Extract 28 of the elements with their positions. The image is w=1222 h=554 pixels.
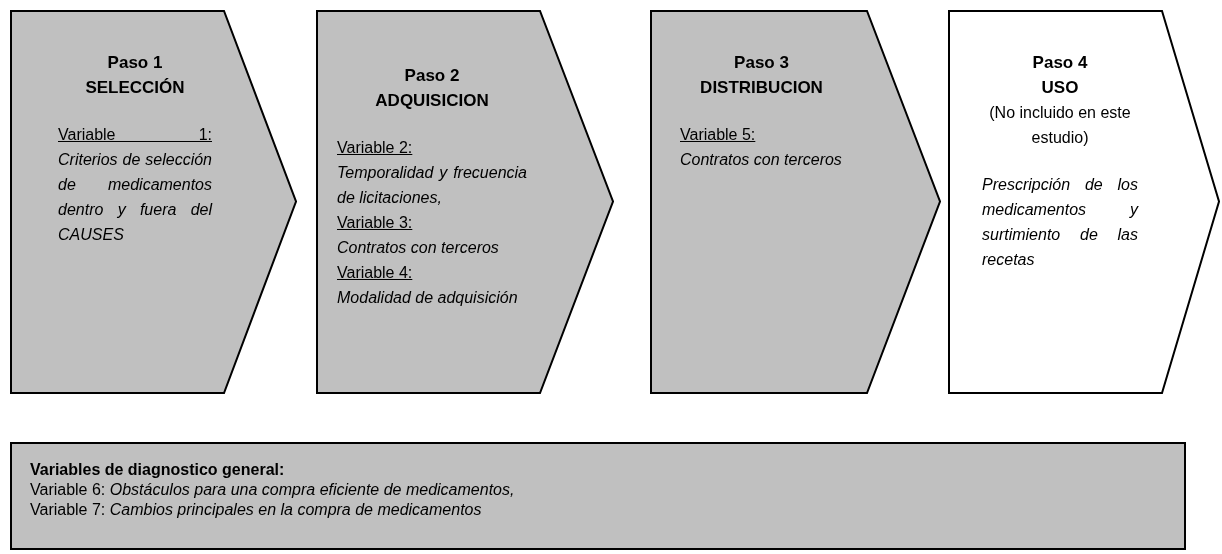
step-heading: SELECCIÓN <box>84 77 186 99</box>
variable-line: Variable 7: Cambios principales en la compra de medicamentos <box>30 500 483 520</box>
variable-label: Variable 2: <box>337 138 414 158</box>
variable-label: Variable 1: <box>58 125 212 145</box>
note-text: (No incluido en este estudio) <box>988 103 1132 148</box>
step-heading: Paso 4 <box>1031 52 1089 74</box>
section-heading: Variables de diagnostico general: <box>30 460 286 480</box>
variable-line: Variable 6: Obstáculos para una compra eficiente de medicamentos, <box>30 480 516 500</box>
variable-label: Variable 5: <box>680 125 757 145</box>
variable-description: Temporalidad y frecuencia de licitaciones, <box>337 163 527 208</box>
variable-label: Variable 4: <box>337 263 414 283</box>
step-heading: USO <box>1040 77 1080 99</box>
step-description: Prescripción de los medicamentos y surtimiento de las recetas <box>982 175 1138 270</box>
summary-panel <box>10 442 1186 550</box>
variable-description: Modalidad de adquisición <box>337 288 519 308</box>
step-heading: Paso 3 <box>733 52 790 74</box>
step-heading: Paso 1 <box>106 52 164 74</box>
step-heading: Paso 2 <box>403 65 461 87</box>
variable-description: Contratos con terceros <box>680 150 843 170</box>
variable-description: Criterios de selección de medicamentos dentro y fuera del CAUSES <box>58 150 212 245</box>
chevron-step <box>650 10 941 394</box>
chevron-step <box>316 10 614 394</box>
chevron-step <box>10 10 297 394</box>
variable-description: Contratos con terceros <box>337 238 500 258</box>
step-heading: ADQUISICION <box>374 90 490 112</box>
step-heading: DISTRIBUCION <box>699 77 824 99</box>
variable-label: Variable 3: <box>337 213 414 233</box>
chevron-step <box>948 10 1220 394</box>
